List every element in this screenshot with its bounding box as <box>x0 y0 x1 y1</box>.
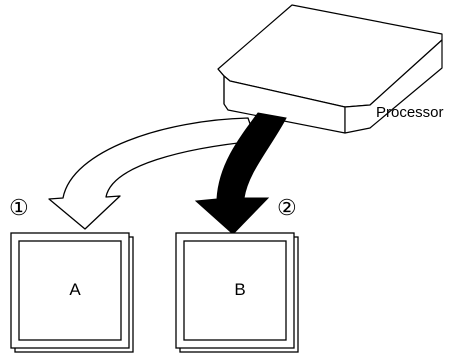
box-a <box>10 232 134 353</box>
arrow-to-a <box>48 117 257 230</box>
processor-label: Processor <box>376 104 444 121</box>
box-b-inner <box>183 240 287 341</box>
processor-edge <box>217 68 225 104</box>
box-b <box>175 232 299 353</box>
box-a-inner <box>18 240 122 341</box>
processor-block <box>217 4 443 134</box>
arrow-to-b <box>194 112 287 235</box>
processor-side-face <box>344 39 443 134</box>
step-marker-2: ② <box>277 195 297 220</box>
step-marker-1: ① <box>9 195 29 220</box>
box-a-label: A <box>69 280 81 299</box>
box-b-label: B <box>234 280 246 299</box>
